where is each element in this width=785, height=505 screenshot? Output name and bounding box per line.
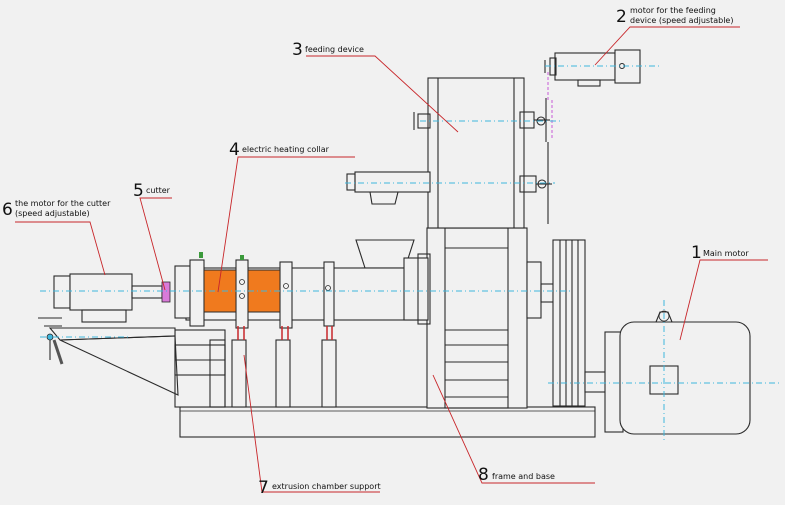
cutter-bracket [174,329,226,408]
svg-text:1: 1 [691,243,702,263]
label-frame-base: 8 frame and base [478,465,555,485]
label-cutter-motor: 6 the motor for the cutter (speed adjust… [2,199,111,220]
svg-text:7: 7 [258,478,269,498]
main-pulley [526,239,586,407]
svg-text:3: 3 [292,40,303,60]
cutter-motor [38,273,179,396]
svg-text:extrusion chamber support: extrusion chamber support [272,482,381,491]
svg-text:2: 2 [616,7,627,27]
label-cutter: 5 cutter [133,181,171,201]
leader-lines [15,26,768,493]
feeding-device [346,72,553,229]
svg-text:cutter: cutter [146,186,171,195]
svg-text:the motor for the cutter: the motor for the cutter [15,199,111,208]
machine-base [179,406,596,438]
label-feeding-device: 3 feeding device [292,40,364,60]
svg-text:device (speed adjustable): device (speed adjustable) [630,16,733,25]
svg-text:motor for the feeding: motor for the feeding [630,6,716,15]
label-main-motor: 1 Main motor [691,243,749,263]
chamber-supports [231,326,337,408]
main-frame [426,227,528,409]
svg-text:8: 8 [478,465,489,485]
svg-text:electric heating collar: electric heating collar [242,145,330,154]
svg-text:frame and base: frame and base [492,472,555,481]
svg-text:6: 6 [2,200,13,220]
centerlines [40,65,780,440]
label-chamber-support: 7 extrusion chamber support [258,478,381,498]
svg-text:(speed adjustable): (speed adjustable) [15,209,90,218]
label-feeder-motor: 2 motor for the feeding device (speed ad… [616,6,733,27]
main-motor [584,310,751,435]
svg-text:Main motor: Main motor [703,249,749,258]
svg-text:5: 5 [133,181,144,201]
svg-text:4: 4 [229,140,240,160]
svg-text:feeding device: feeding device [305,45,364,54]
extrusion-barrel [174,252,431,329]
feeder-motor [544,49,641,87]
label-heating-collar: 4 electric heating collar [229,140,330,160]
